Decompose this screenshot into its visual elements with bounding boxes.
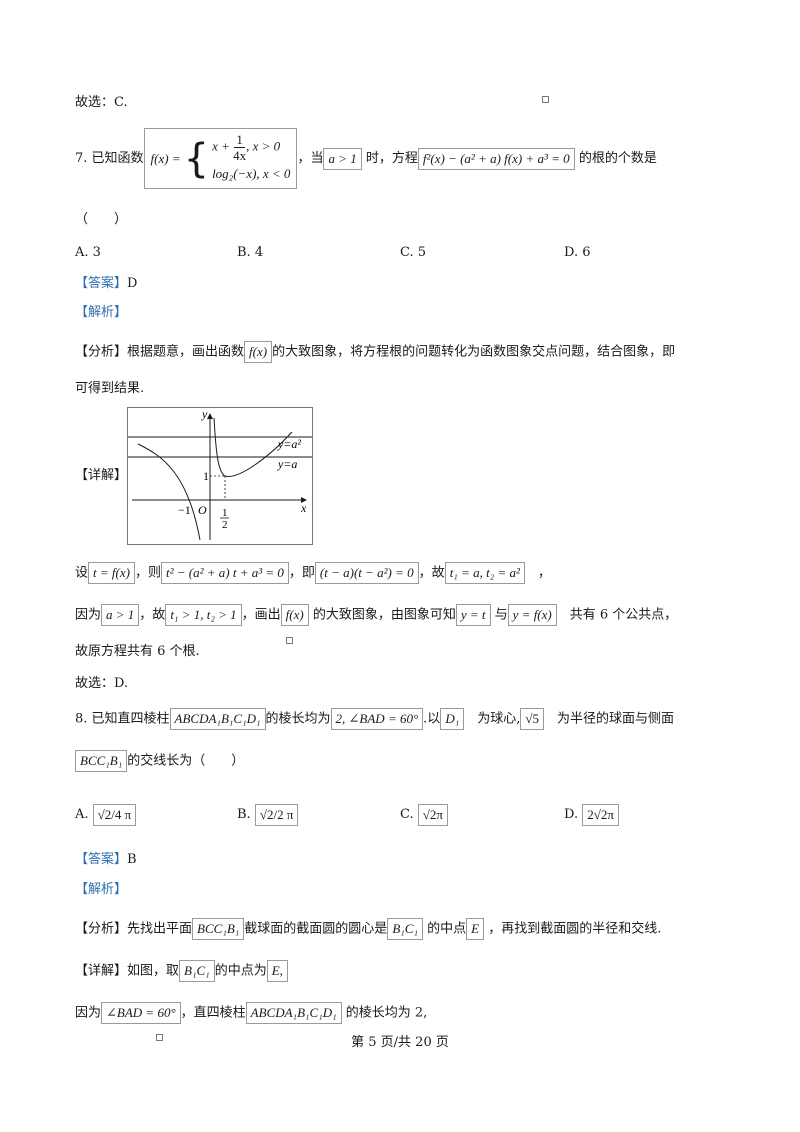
q8-face: BCC₁B₁ — [75, 750, 128, 772]
q8-option-c-formula: √2π — [417, 803, 448, 826]
formula-roots-gt-1: t₁ > 1, t₂ > 1 — [165, 604, 242, 626]
formula-roots: t₁ = a, t₂ = a² — [444, 562, 525, 584]
q7-fenxi-fx: f(x) — [244, 341, 273, 363]
q8-detail-prism: ABCDA₁B₁C₁D₁ — [245, 1002, 342, 1024]
q8-fenxi-segment: B₁C₁ — [387, 918, 423, 940]
q8-option-d-formula: 2√2π — [582, 803, 619, 826]
q8-condition: 2, ∠BAD = 60° — [330, 708, 424, 730]
q7-analysis-tag: 【解析】 — [75, 305, 128, 320]
q7-xiangjie-tag: 【详解】 — [75, 468, 128, 483]
q8-radius: √5 — [520, 708, 545, 730]
q8-option-c: C. √2π — [400, 792, 448, 838]
q7-detail-3: 故原方程共有 6 个根. — [75, 644, 200, 659]
formula-t-eq-fx: t = f(x) — [88, 562, 135, 584]
q8-option-a-formula: √2/4 π — [92, 803, 137, 826]
q7-option-a: A. 3 — [75, 245, 101, 260]
q8-option-b-formula: √2/2 π — [254, 803, 299, 826]
q7-paren: （ ） — [75, 212, 128, 227]
formula-y-eq-t: y = t — [455, 604, 491, 626]
function-graph: y x y=a² y=a 1 −1 O 1 2 — [127, 407, 313, 545]
formula-y-eq-fx: y = f(x) — [507, 604, 557, 626]
q7-fenxi-cont: 可得到结果. — [75, 381, 145, 396]
formula-factored: (t − a)(t − a²) = 0 — [314, 562, 419, 584]
label-y-a-squared: y=a² — [277, 437, 301, 451]
q8-detail-angle: ∠BAD = 60° — [101, 1002, 181, 1024]
q8-prism-name: ABCDA₁B₁C₁D₁ — [169, 708, 266, 730]
q8-option-d: D. 2√2π — [564, 792, 619, 838]
label-y-a: y=a — [277, 457, 297, 471]
q7-equation: f²(x) − (a² + a) f(x) + a³ = 0 — [417, 147, 575, 170]
q7-option-b: B. 4 — [237, 245, 264, 260]
half-numerator: 1 — [222, 507, 228, 519]
q7-option-c: C. 5 — [400, 245, 427, 260]
q8-analysis-tag: 【解析】 — [75, 882, 128, 897]
q8-sphere-center: D₁ — [440, 708, 465, 730]
q8-option-a: A. √2/4 π — [75, 792, 137, 838]
q8-answer: 【答案】B — [75, 852, 137, 867]
origin-label: O — [198, 503, 207, 517]
tick-one: 1 — [203, 469, 209, 483]
q7-conclusion: 故选：D. — [75, 676, 129, 691]
marker-square — [286, 637, 293, 644]
y-label: y — [201, 408, 208, 421]
marker-square — [156, 1034, 163, 1041]
q8-detail-segment: B₁C₁ — [179, 960, 215, 982]
q8-detail-point-e: E, — [266, 960, 288, 982]
q8-fenxi-face: BCC₁B₁ — [192, 918, 245, 940]
q8-option-b: B. √2/2 π — [237, 792, 299, 838]
page-footer: 第 5 页/共 20 页 — [351, 1035, 449, 1050]
formula-t-quadratic: t² − (a² + a) t + a³ = 0 — [160, 562, 289, 584]
log-branch — [137, 443, 201, 541]
graph-svg: y x y=a² y=a 1 −1 O 1 2 — [128, 407, 312, 541]
x-label: x — [300, 501, 307, 515]
prev-answer: 故选：C. — [75, 95, 128, 110]
formula-a-gt-1: a > 1 — [101, 604, 140, 626]
q8-fenxi-point-e: E — [466, 918, 485, 940]
tick-neg-one: −1 — [178, 503, 191, 517]
formula-fx: f(x) — [280, 604, 309, 626]
q7-condition: a > 1 — [323, 147, 362, 170]
q7-option-d: D. 6 — [564, 245, 591, 260]
q7-answer: 【答案】D — [75, 276, 138, 291]
marker-square — [542, 96, 549, 103]
half-denominator: 2 — [222, 519, 228, 531]
